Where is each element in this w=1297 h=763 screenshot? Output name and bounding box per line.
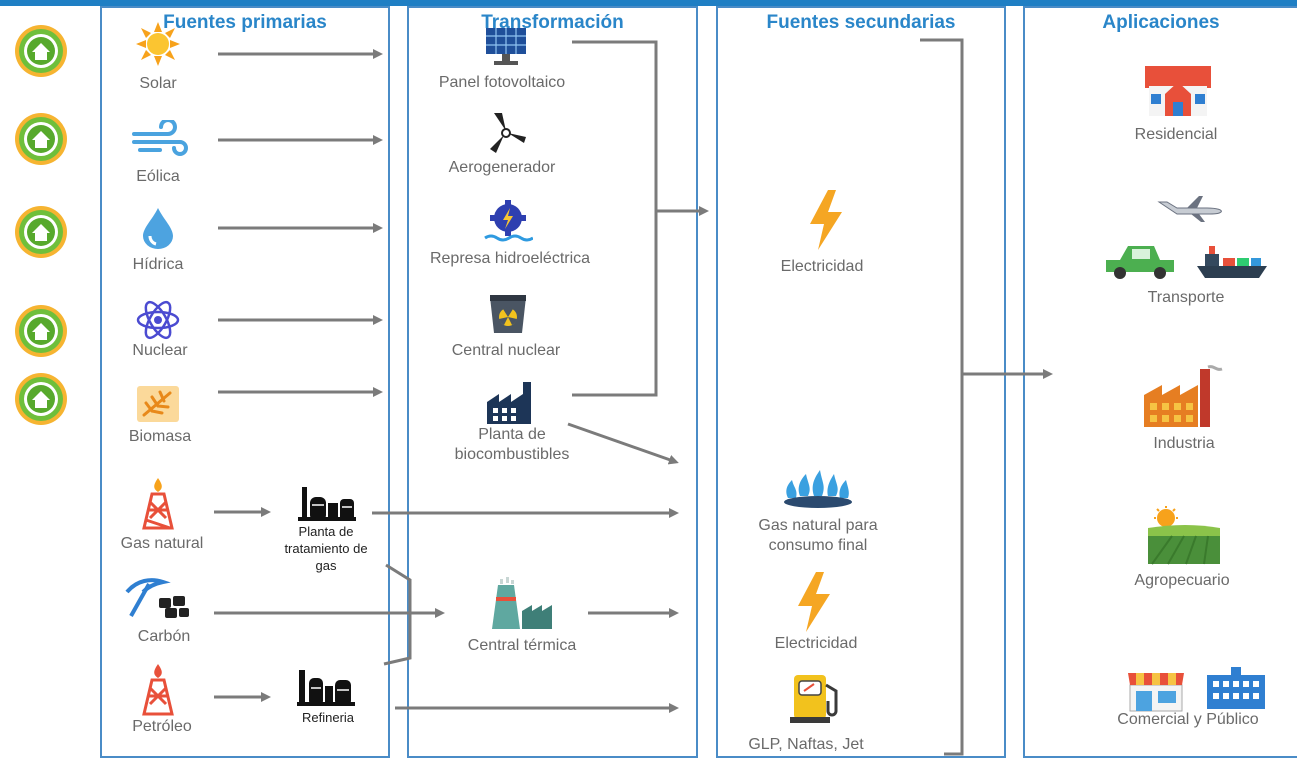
label-glp: GLP, Naftas, Jet	[748, 736, 864, 753]
biofuel-plant-icon	[487, 382, 531, 424]
solar-panel-icon	[486, 28, 526, 65]
store-icon	[1128, 673, 1184, 712]
label-gas-plant-text: Planta de tratamiento de gas	[284, 524, 368, 573]
label-carbon: Carbón	[137, 628, 191, 645]
label-industria: Industria	[1153, 435, 1215, 452]
label-residencial: Residencial	[1134, 126, 1218, 143]
label-panel: Panel fotovoltaico	[438, 74, 566, 91]
label-solar: Solar	[139, 75, 177, 92]
lightning-icon	[810, 190, 842, 250]
home-badge-icon	[15, 206, 67, 258]
home-badge-icon	[15, 373, 67, 425]
home-badge-icon	[15, 305, 67, 357]
biomass-icon	[137, 386, 179, 422]
label-refinery: Refineria	[301, 710, 355, 725]
gas-rig-icon	[142, 478, 174, 530]
column-title-transformation: Transformación	[481, 12, 624, 33]
sun-icon	[136, 22, 180, 66]
factory-icon	[1144, 365, 1223, 427]
label-aerogenerador: Aerogenerador	[448, 159, 556, 176]
house-icon	[1145, 66, 1211, 116]
label-gas-plant: Planta de tratamiento de gas	[284, 523, 367, 574]
label-petroleo: Petróleo	[132, 718, 192, 735]
top-accent-line	[0, 0, 1297, 6]
column-secondary: Fuentes secundarias	[716, 6, 1006, 758]
gas-plant-icon	[298, 487, 356, 521]
coal-pickaxe-icon	[125, 578, 189, 618]
water-drop-icon	[143, 208, 173, 249]
label-represa: Represa hidroeléctrica	[429, 250, 591, 267]
wind-turbine-icon	[490, 113, 526, 153]
column-title-primary: Fuentes primarias	[163, 12, 327, 33]
label-gas-final: Gas natural para consumo final	[758, 517, 878, 554]
public-building-icon	[1207, 667, 1265, 709]
label-biocombustibles: Planta de biocombustibles	[454, 426, 570, 463]
label-biomasa: Biomasa	[128, 428, 192, 445]
gas-burner-icon	[784, 470, 852, 508]
label-gas-natural: Gas natural	[120, 535, 204, 552]
home-badge-icon	[15, 25, 67, 77]
ship-icon	[1197, 246, 1267, 278]
column-title-applications: Aplicaciones	[1102, 12, 1220, 33]
wind-icon	[132, 120, 188, 156]
column-applications: Aplicaciones	[1023, 6, 1297, 758]
column-primary: Fuentes primarias	[100, 6, 390, 758]
fuel-pump-icon	[790, 675, 838, 723]
label-electricidad-1: Electricidad	[780, 258, 864, 275]
airplane-icon	[1157, 196, 1222, 222]
thermal-plant-icon	[492, 577, 552, 629]
farm-field-icon	[1148, 506, 1220, 565]
label-hidrica: Hídrica	[132, 256, 184, 273]
hydro-dam-icon	[484, 200, 533, 242]
car-icon	[1106, 246, 1174, 279]
home-badge-icon	[15, 113, 67, 165]
refinery-icon	[297, 670, 355, 706]
label-comercial: Comercial y Público	[1117, 711, 1259, 728]
label-agropecuario: Agropecuario	[1134, 572, 1230, 589]
atom-icon	[136, 300, 180, 340]
nuclear-plant-icon	[490, 295, 526, 333]
oil-rig-icon	[142, 664, 174, 716]
label-electricidad-2: Electricidad	[774, 635, 858, 652]
label-transporte: Transporte	[1147, 289, 1225, 306]
label-central-nuclear: Central nuclear	[451, 342, 561, 359]
label-eolica: Eólica	[136, 168, 180, 185]
column-title-secondary: Fuentes secundarias	[766, 12, 956, 33]
label-central-termica: Central térmica	[467, 637, 577, 654]
lightning-icon	[798, 572, 830, 632]
label-nuclear: Nuclear	[132, 342, 188, 359]
